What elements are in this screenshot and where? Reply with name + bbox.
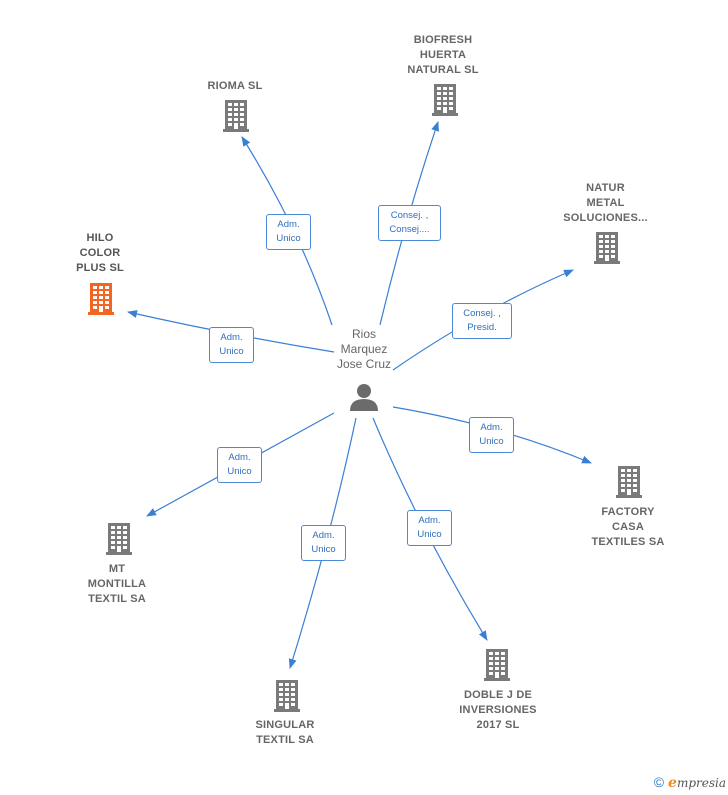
company-label-doble[interactable]: DOBLE J DE INVERSIONES 2017 SL — [459, 689, 537, 731]
company-label-rioma[interactable]: RIOMA SL — [207, 80, 263, 92]
copyright-symbol: © — [653, 774, 665, 790]
relation-box-rioma[interactable]: Adm. Unico — [266, 214, 311, 250]
relation-box-mt[interactable]: Adm. Unico — [217, 447, 262, 483]
relation-box-singular[interactable]: Adm. Unico — [301, 525, 346, 561]
company-label-factory[interactable]: FACTORY CASA TEXTILES SA — [591, 506, 665, 548]
building-icon-doble[interactable] — [484, 649, 510, 681]
building-icon-singular[interactable] — [274, 680, 300, 712]
building-icon-biofresh[interactable] — [432, 84, 458, 116]
person-icon[interactable] — [350, 384, 378, 411]
relation-box-factory[interactable]: Adm. Unico — [469, 417, 514, 453]
relation-box-hilo[interactable]: Adm. Unico — [209, 327, 254, 363]
relation-box-natur[interactable]: Consej. , Presid. — [452, 303, 512, 339]
building-icon-factory[interactable] — [616, 466, 642, 498]
company-label-natur[interactable]: NATUR METAL SOLUCIONES... — [563, 182, 648, 224]
relation-box-doble[interactable]: Adm. Unico — [407, 510, 452, 546]
building-icon-hilo[interactable] — [88, 283, 114, 315]
company-label-mt[interactable]: MT MONTILLA TEXTIL SA — [87, 563, 147, 605]
building-icon-natur[interactable] — [594, 232, 620, 264]
building-icon-mt[interactable] — [106, 523, 132, 555]
center-person-name[interactable]: Rios Marquez Jose Cruz — [336, 327, 392, 371]
footer-brand[interactable]: ©empresia — [654, 774, 726, 791]
company-label-biofresh[interactable]: BIOFRESH HUERTA NATURAL SL — [407, 34, 479, 76]
building-icon-rioma[interactable] — [223, 100, 249, 132]
company-label-hilo[interactable]: HILO COLOR PLUS SL — [76, 232, 124, 274]
relation-box-biofresh[interactable]: Consej. , Consej.... — [378, 205, 441, 241]
brand-logo: empresia — [668, 775, 726, 791]
company-label-singular[interactable]: SINGULAR TEXTIL SA — [255, 719, 315, 746]
